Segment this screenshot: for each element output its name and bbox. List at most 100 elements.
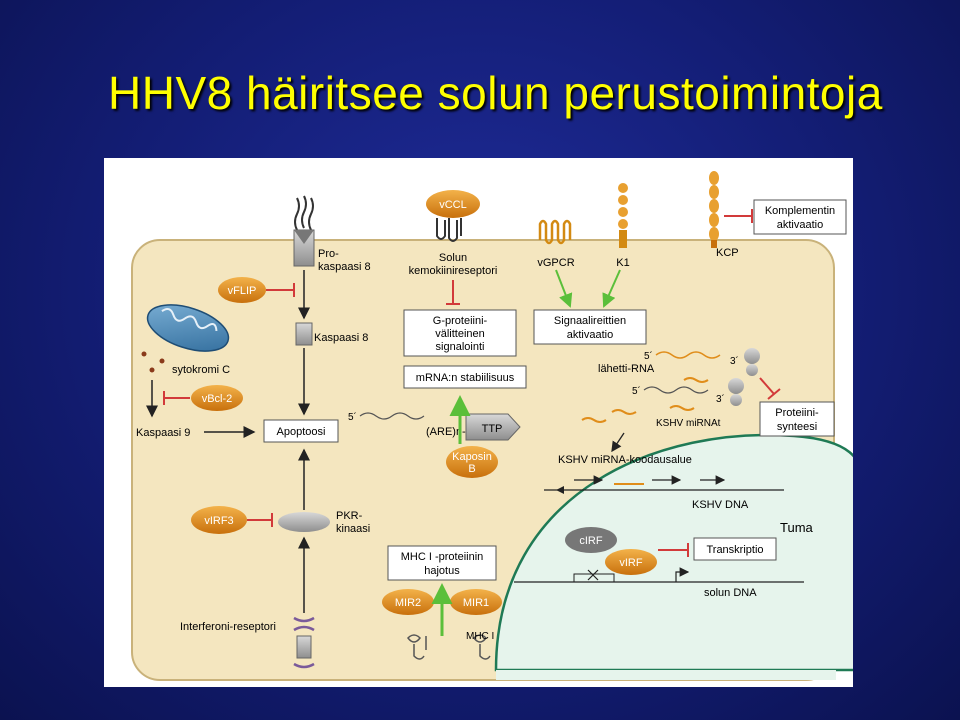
interferon-receptor-icon xyxy=(293,616,315,669)
transkriptio-label: Transkriptio xyxy=(706,544,763,556)
mirna-arrow xyxy=(611,432,625,453)
promoter-arrow xyxy=(675,567,690,582)
mir1-oval xyxy=(450,589,502,615)
gprotein-label-1: G-proteiini- xyxy=(433,315,488,327)
ttp-label: TTP xyxy=(482,423,503,435)
vccl-oval xyxy=(426,190,480,218)
kaspaasi8-icon xyxy=(295,322,313,346)
pkr-label-1: PKR- xyxy=(336,510,363,522)
vgpcr-receptor-icon xyxy=(538,219,572,245)
kcp-label: KCP xyxy=(716,247,739,259)
vgpcr-activate-arrow xyxy=(555,269,573,308)
virf-oval xyxy=(605,549,657,575)
interferoni-label: Interferoni-reseptori xyxy=(180,621,276,633)
komplementin-box xyxy=(753,199,847,235)
mitochondrion-icon xyxy=(146,304,230,352)
lahetti-label: lähetti-RNA xyxy=(598,363,655,375)
proteiini-box xyxy=(759,401,835,437)
komplementin-label-2: aktivaatio xyxy=(777,219,823,231)
mir2-label: MIR2 xyxy=(395,597,421,609)
kshv-dna-arrowhead xyxy=(556,486,564,494)
sytokromi-label: sytokromi C xyxy=(172,364,230,376)
cirf-label: cIRF xyxy=(579,535,603,547)
mrna-stab-box xyxy=(403,365,527,389)
mhc-label-1: MHC I -proteiinin xyxy=(401,551,484,563)
virf3-oval xyxy=(191,506,247,534)
chemokine-receptor-icon xyxy=(436,218,462,242)
mrna-stab-label: mRNA:n stabiilisuus xyxy=(416,372,515,384)
k1-label: K1 xyxy=(616,257,629,269)
tuma-label: Tuma xyxy=(780,520,814,535)
cytochrome-dot xyxy=(149,367,155,373)
are-label: (ARE)n-3´ xyxy=(426,426,476,438)
transkriptio-box xyxy=(693,537,777,561)
three-prime-label-2: 3´ xyxy=(716,393,725,405)
ribosome-inhibit-bar xyxy=(767,388,781,400)
kaposin-label-1: Kaposin xyxy=(452,451,492,463)
gprotein-box xyxy=(403,309,517,357)
nucleus-fill-bottom xyxy=(496,670,836,680)
kshv-dna-label: KSHV DNA xyxy=(692,499,749,511)
mir1-label: MIR1 xyxy=(463,597,489,609)
block-x-icon xyxy=(587,569,599,581)
komplementin-label-1: Komplementin xyxy=(765,205,835,217)
proteiini-label-1: Proteiini- xyxy=(775,407,819,419)
cytochrome-dot xyxy=(141,351,147,357)
vgpcr-label: vGPCR xyxy=(537,257,574,269)
kaspaasi9-label: Kaspaasi 9 xyxy=(136,427,190,439)
kshv-mirna-alue-label: KSHV miRNA-koodausalue xyxy=(558,454,692,466)
vflip-oval xyxy=(218,277,266,303)
gprotein-label-3: signalointi xyxy=(436,341,485,353)
mrna-wave-icon xyxy=(359,412,425,420)
mirna-small-icon xyxy=(669,405,695,411)
five-prime-label: 5´ xyxy=(644,350,653,362)
ttp-shape xyxy=(465,413,521,441)
mrna-wave-icon xyxy=(655,351,721,359)
three-prime-label: 3´ xyxy=(730,355,739,367)
vccl-label: vCCL xyxy=(439,199,467,211)
slide-title: HHV8 häiritsee solun perustoimintoja xyxy=(108,67,883,119)
k1-receptor-icon xyxy=(618,183,628,248)
pkr-kinase-icon xyxy=(278,512,330,532)
mir2-oval xyxy=(382,589,434,615)
mirna-small-icon xyxy=(581,417,607,423)
k1-activate-arrow xyxy=(602,269,621,308)
kshv-mirnat-label: KSHV miRNAt xyxy=(656,418,721,429)
mhc-box xyxy=(387,545,497,581)
signaali-box xyxy=(533,309,647,345)
kaposin-oval xyxy=(446,446,498,478)
pro-kaspaasi-label-1: Pro- xyxy=(318,248,339,260)
cytochrome-dot xyxy=(159,358,165,364)
apoptoosi-box xyxy=(263,419,339,443)
apoptoosi-label: Apoptoosi xyxy=(277,426,326,438)
five-prime-label-2: 5´ xyxy=(632,385,641,397)
pathway-svg: Pro- kaspaasi 8 vCCL Solun kemokiinirese… xyxy=(131,171,866,681)
mhc-label-2: hajotus xyxy=(424,565,460,577)
vbcl2-label: vBcl-2 xyxy=(202,393,233,405)
receptor-icon xyxy=(293,195,315,267)
kcp-receptor-icon xyxy=(709,171,719,248)
mrna-wave-icon xyxy=(643,386,709,394)
mhc1-label: MHC I xyxy=(466,631,494,642)
mhc1-molecule-icon xyxy=(407,634,491,660)
ribosome-icon xyxy=(728,348,760,406)
virf-label: vIRF xyxy=(619,557,643,569)
pro-kaspaasi-label-2: kaspaasi 8 xyxy=(318,261,371,273)
cirf-oval xyxy=(565,527,617,553)
signaali-label-1: Signaalireittien xyxy=(554,315,626,327)
virf3-label: vIRF3 xyxy=(204,515,233,527)
proteiini-label-2: synteesi xyxy=(777,421,817,433)
pathway-diagram: Pro- kaspaasi 8 vCCL Solun kemokiinirese… xyxy=(104,158,866,687)
solun-dna-label: solun DNA xyxy=(704,587,757,599)
kaspaasi8-label: Kaspaasi 8 xyxy=(314,332,368,344)
solun-label-2: kemokiinireseptori xyxy=(409,265,498,277)
mirna-small-icon xyxy=(611,409,637,415)
vbcl2-oval xyxy=(191,385,243,411)
ribosome-inhibit-line xyxy=(759,377,775,395)
vflip-label: vFLIP xyxy=(228,285,257,297)
kaposin-label-2: B xyxy=(468,463,475,475)
mirna-small-icon xyxy=(683,377,709,383)
five-prime-label-3: 5´ xyxy=(348,411,357,423)
pkr-label-2: kinaasi xyxy=(336,523,370,535)
signaali-label-2: aktivaatio xyxy=(567,329,613,341)
